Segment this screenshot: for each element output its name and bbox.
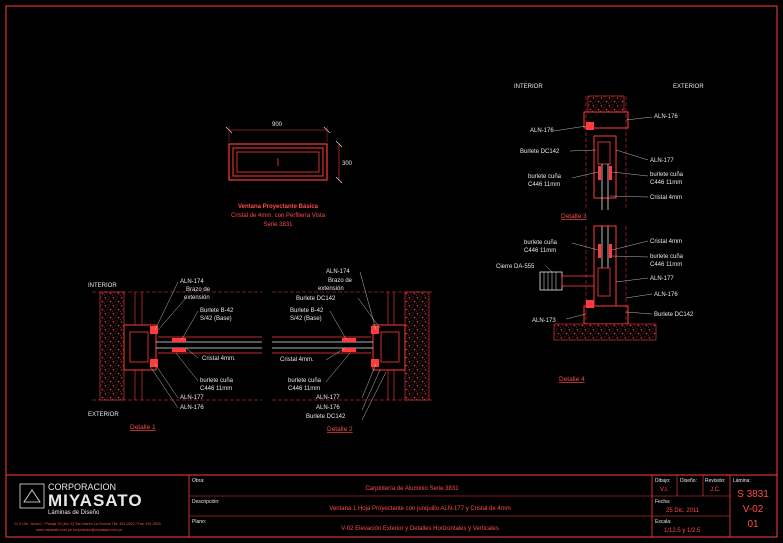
detalle-1-callout: Burlete B-42: [200, 308, 234, 314]
detalle-4-callout: Burlete DC142: [654, 312, 694, 318]
detalle-2-callout: extensión: [318, 286, 344, 292]
lamina-label: Lámina:: [733, 478, 751, 484]
elevation-height-dimension: 300: [342, 161, 353, 167]
detalle-3-callout: burlete cuña: [650, 172, 684, 178]
detalle-4-callout: burlete cuña: [524, 240, 558, 246]
detalle-2-title: Detalle 2: [327, 426, 353, 433]
detalle-4-callout: Cierre DA-555: [496, 264, 535, 270]
revision-value: J.C.: [710, 487, 721, 493]
detalle-4-callout: C446 11mm: [650, 262, 682, 268]
detalle-3-callout: ALN-176: [654, 114, 678, 120]
detalle-1-callout: extensión: [184, 295, 210, 301]
detalle-2-callout: ALN-174: [326, 269, 350, 275]
company-name-line3: Láminas de Diseño: [48, 510, 100, 516]
fecha-label: Fecha:: [655, 499, 670, 505]
diseno-label: Diseño:: [680, 478, 697, 484]
detalle-4-callout: ALN-176: [654, 292, 678, 298]
detalle-2-callout: Burlete DC142: [306, 414, 346, 420]
detalle-1-callout: ALN-176: [180, 405, 204, 411]
escala-label: Escala:: [655, 519, 671, 525]
lamina-code-line2: V-02: [743, 504, 764, 515]
dibujo-value: V.I.: [660, 487, 669, 493]
company-name-line2: MIYASATO: [48, 491, 143, 510]
elevation-caption-line3: Serie 3831: [263, 222, 293, 228]
detalle-2-callout: ALN-176: [316, 405, 340, 411]
detalle-1-callout: burlete cuña: [200, 378, 234, 384]
plano-label: Plano:: [192, 519, 206, 525]
escala-value: 1/12.5 y 1/2.5: [664, 528, 701, 534]
detalle-4-callout: Cristal 4mm: [650, 239, 682, 245]
detalle-3-callout: ALN-176: [530, 128, 554, 134]
detalle-2-callout: ALN-177: [316, 395, 340, 401]
descripcion-value: Ventana 1 Hoja Proyectante con junquillo…: [329, 506, 510, 512]
elevation-caption-line2: Cristal de 4mm. con Perfilería Vista: [231, 213, 326, 219]
elevation-caption-line1: Ventana Proyectante Básica: [238, 204, 319, 210]
detalle-3-exterior-label: EXTERIOR: [673, 84, 704, 90]
fecha-value: 25 Dic. 2011: [666, 508, 700, 514]
detalle-1-callout: Cristal 4mm.: [202, 356, 236, 362]
detalle-3-callout: C446 11mm: [528, 182, 560, 188]
descripcion-label: Descripción:: [192, 499, 220, 505]
detalle-3-callout: ALN-177: [650, 158, 674, 164]
detalle-4-title: Detalle 4: [559, 376, 585, 383]
detalle-4-callout: ALN-177: [650, 276, 674, 282]
detalle-3-drawing: [553, 95, 653, 210]
detalle-2-callout: C446 11mm: [288, 386, 320, 392]
detalle-3-callout: Burlete DC142: [520, 149, 560, 155]
detalle-4-callout: C446 11mm: [524, 248, 556, 254]
detalle-1-callout: ALN-174: [180, 279, 204, 285]
company-name-line1: CORPORACION: [48, 482, 116, 492]
detalle-3-callout: C446 11mm: [650, 180, 682, 186]
plano-value: V-02 Elevación Exterior y Detalles Horiz…: [341, 526, 499, 532]
detalle-4-drawing: [539, 225, 657, 341]
detalle-4-callout: burlete cuña: [650, 254, 684, 260]
sheet-border: [5, 5, 778, 538]
detalle-1-callout: Brazo de: [186, 287, 211, 293]
detalle-2-callout: S/42 (Base): [290, 316, 322, 322]
detalle-2-drawing: [272, 271, 432, 421]
title-block: [5, 474, 778, 538]
detalle-1-exterior-label: EXTERIOR: [88, 412, 119, 418]
detalle-2-callout: Brazo de: [328, 278, 353, 284]
detalle-3-callout: burlete cuña: [528, 174, 562, 180]
detalle-1-title: Detalle 1: [130, 424, 156, 431]
revision-label: Revisión:: [705, 478, 726, 484]
detalle-1-drawing: [92, 281, 262, 409]
detalle-4-callout: ALN-173: [532, 318, 556, 324]
window-elevation: 900 300 Ventana Proyectante Básica Crist…: [225, 122, 353, 228]
dibujo-label: Dibujo:: [655, 478, 671, 484]
detalle-3-interior-label: INTERIOR: [514, 84, 543, 90]
obra-value: Carpintería de Aluminio Serie 3831: [365, 486, 459, 492]
detalle-3-title: Detalle 3: [561, 213, 587, 220]
detalle-3-callout: Cristal 4mm: [650, 195, 682, 201]
detalle-2-callout: Burlete DC142: [296, 296, 336, 302]
obra-label: Obra:: [192, 478, 205, 484]
lamina-code-line3: 01: [747, 519, 759, 530]
elevation-width-dimension: 900: [272, 122, 283, 128]
detalle-1-callout: C446 11mm: [200, 386, 232, 392]
detalle-2-callout: Burlete B-42: [290, 308, 324, 314]
detalle-1-callout: ALN-177: [180, 395, 204, 401]
company-address-line2: www.miyasato.com.pe corporacion@miyasato…: [36, 528, 122, 532]
lamina-code-line1: S 3831: [737, 489, 769, 500]
detalle-2-callout: burlete cuña: [288, 378, 322, 384]
company-logo-icon: [23, 489, 41, 503]
detalle-1-interior-label: INTERIOR: [88, 283, 117, 289]
detalle-2-callout: Cristal 4mm.: [280, 357, 314, 363]
company-address-line1: Cl. 9 Urb. Jesús t. / Pasaje 25 (Mz. E) …: [14, 522, 161, 526]
detalle-1-callout: S/42 (Base): [200, 316, 232, 322]
